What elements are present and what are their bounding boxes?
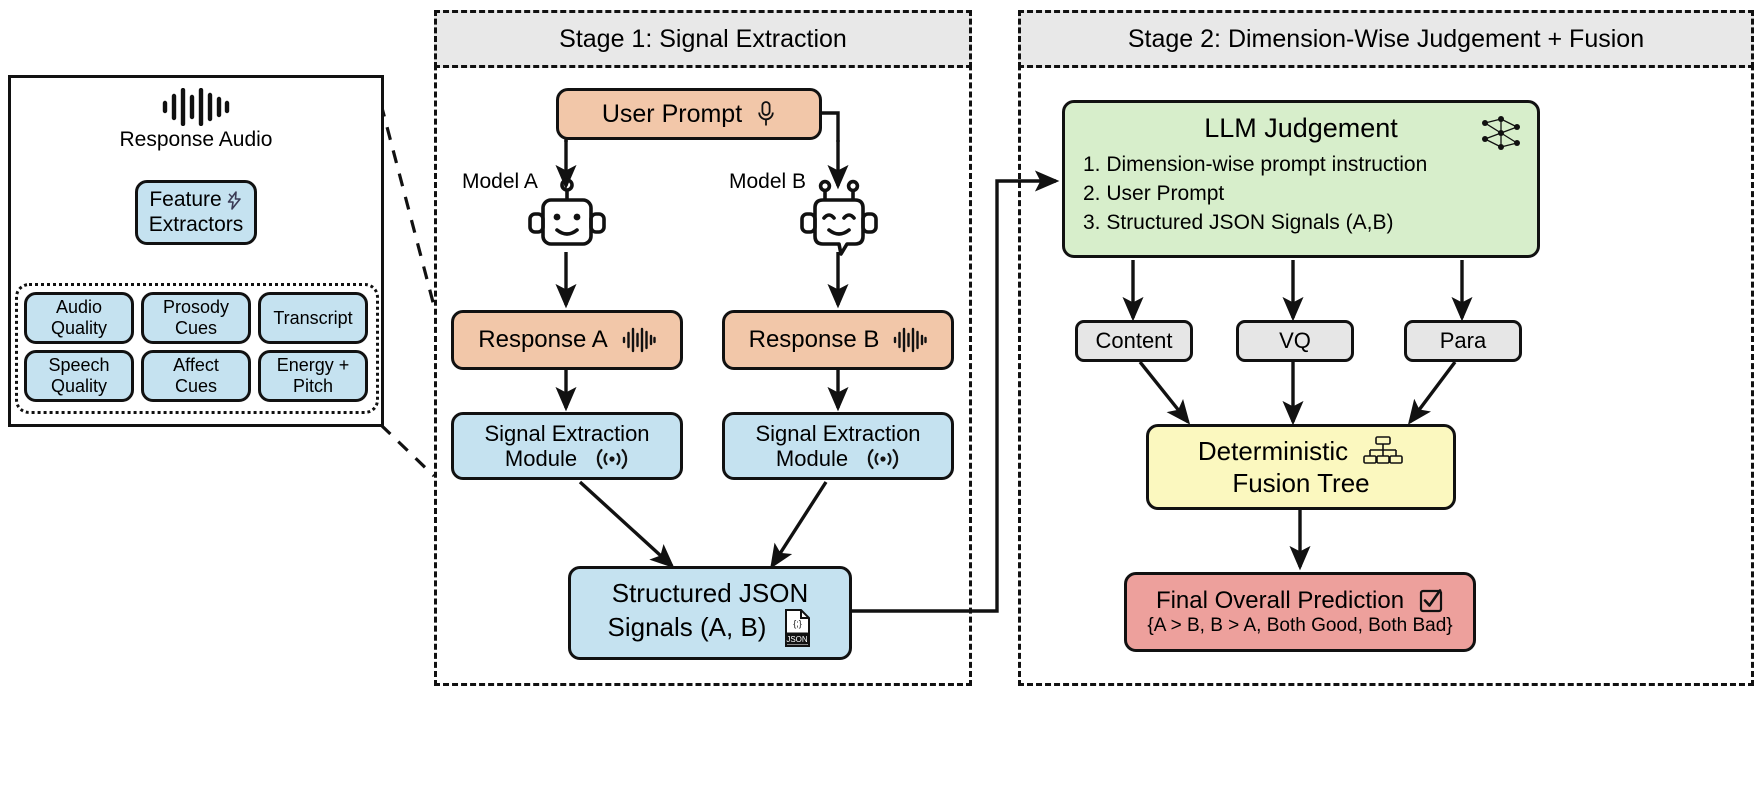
final-overall-prediction-box[interactable]: Final Overall Prediction {A > B, B > A, …: [1124, 572, 1476, 652]
feature-chip-affect-cues[interactable]: Affect Cues: [141, 350, 251, 402]
tree-hierarchy-icon: [1362, 435, 1404, 469]
feature-chip-line2: Cues: [174, 318, 217, 338]
llm-judgement-item: 1. Dimension-wise prompt instruction: [1083, 153, 1428, 176]
lightning-bolt-icon: [226, 191, 243, 210]
deterministic-fusion-tree-box[interactable]: Deterministic: [1146, 424, 1456, 510]
microphone-icon: [756, 100, 776, 128]
stage1-header: Stage 1: Signal Extraction: [434, 10, 972, 68]
feature-chip-line2: Quality: [50, 318, 108, 338]
module-b-line2: Module: [775, 446, 849, 471]
feature-chip-line1: Audio: [55, 297, 103, 318]
structured-json-line1: Structured JSON: [611, 578, 809, 609]
feature-chip-audio-quality[interactable]: Audio Quality: [24, 292, 134, 344]
feature-chip-transcript[interactable]: Transcript: [258, 292, 368, 344]
feature-chip-prosody-cues[interactable]: Prosody Cues: [141, 292, 251, 344]
feature-extractors-box[interactable]: Feature Extractors: [135, 180, 257, 245]
response-audio-group: [146, 88, 246, 126]
module-a-line1: Signal Extraction: [484, 420, 650, 446]
feature-chip-line2: Cues: [174, 376, 217, 396]
feature-chip-line1: Affect: [173, 355, 219, 376]
module-a-line2: Module: [504, 446, 578, 471]
final-prediction-subtitle: {A > B, B > A, Both Good, Both Bad}: [1147, 614, 1453, 636]
feature-chip-line1: Transcript: [273, 307, 353, 328]
broadcast-icon: [595, 448, 629, 470]
response-audio-label: Response Audio: [119, 128, 273, 151]
stage2-header: Stage 2: Dimension-Wise Judgement + Fusi…: [1018, 10, 1754, 68]
llm-judgement-item: 3. Structured JSON Signals (A,B): [1083, 210, 1394, 234]
structured-json-box[interactable]: Structured JSON Signals (A, B) {;} JSON: [568, 566, 852, 660]
json-file-icon: {;} JSON: [782, 608, 812, 647]
user-prompt-box[interactable]: User Prompt: [556, 88, 822, 140]
model-b-label: Model B: [729, 170, 807, 193]
feature-extractors-label-1: Feature: [149, 188, 222, 212]
dimension-chip-label: VQ: [1279, 328, 1311, 354]
dimension-chip-label: Content: [1095, 328, 1173, 354]
dimension-chip-label: Para: [1439, 328, 1487, 354]
feature-extractors-label-2: Extractors: [148, 212, 244, 236]
user-prompt-label: User Prompt: [601, 99, 743, 128]
response-a-label: Response A: [478, 326, 608, 354]
callout-lines: [379, 103, 436, 478]
structured-json-line2: Signals (A, B): [607, 611, 767, 642]
dimension-chip-content[interactable]: Content: [1075, 320, 1193, 362]
feature-list-container: [15, 283, 379, 414]
waveform-icon: [622, 327, 656, 353]
neural-network-icon: [1477, 113, 1525, 155]
svg-text:JSON: JSON: [787, 635, 809, 644]
feature-chip-line1: Speech: [48, 355, 110, 376]
dimension-chip-para[interactable]: Para: [1404, 320, 1522, 362]
llm-judgement-title: LLM Judgement: [1204, 113, 1398, 143]
llm-judgement-item: 2. User Prompt: [1083, 181, 1225, 205]
signal-extraction-module-b[interactable]: Signal Extraction Module: [722, 412, 954, 480]
module-b-line1: Signal Extraction: [755, 420, 921, 446]
feature-chip-energy-pitch[interactable]: Energy + Pitch: [258, 350, 368, 402]
response-b-label: Response B: [748, 326, 880, 354]
model-a-label: Model A: [462, 170, 538, 193]
checkbox-checked-icon: [1418, 588, 1444, 614]
broadcast-icon: [866, 448, 900, 470]
llm-judgement-box[interactable]: LLM Judgement 1. Dimension-wise prompt i…: [1062, 100, 1540, 258]
signal-extraction-module-a[interactable]: Signal Extraction Module: [451, 412, 683, 480]
feature-chip-speech-quality[interactable]: Speech Quality: [24, 350, 134, 402]
waveform-icon: [161, 88, 231, 126]
feature-chip-line1: Energy +: [276, 355, 350, 376]
response-a-box[interactable]: Response A: [451, 310, 683, 370]
fusion-tree-line1: Deterministic: [1197, 436, 1349, 467]
robot-smiling-icon: [797, 178, 881, 262]
feature-chip-line2: Quality: [50, 376, 108, 396]
response-b-box[interactable]: Response B: [722, 310, 954, 370]
dimension-chip-vq[interactable]: VQ: [1236, 320, 1354, 362]
robot-icon: [525, 178, 609, 254]
final-prediction-title: Final Overall Prediction: [1155, 587, 1405, 615]
svg-text:{;}: {;}: [794, 618, 803, 628]
fusion-tree-line2: Fusion Tree: [1232, 468, 1370, 499]
waveform-icon: [893, 327, 928, 353]
feature-chip-line2: Pitch: [292, 376, 333, 396]
feature-chip-line1: Prosody: [162, 297, 230, 318]
